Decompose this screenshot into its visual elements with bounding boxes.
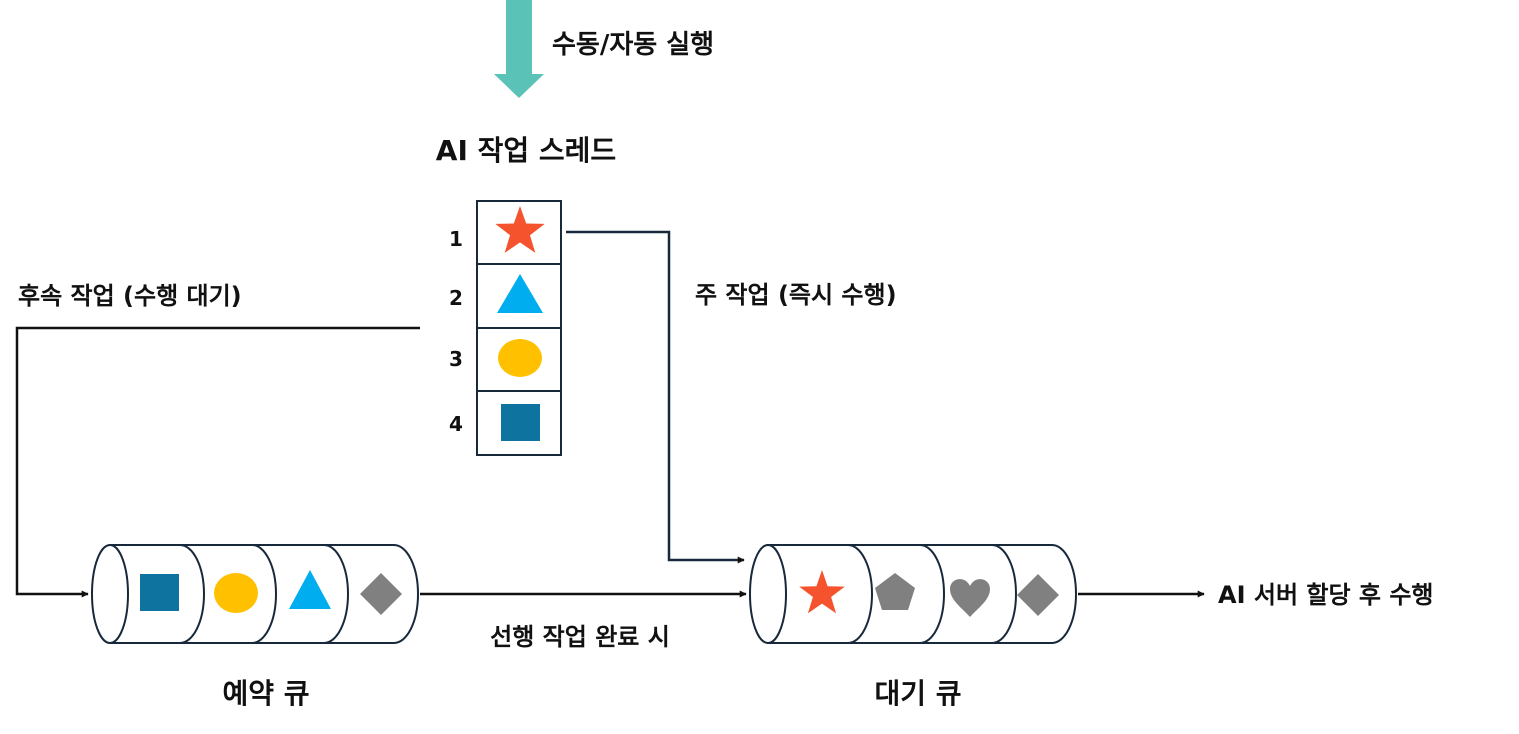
diamond-icon [1017, 574, 1059, 616]
triangle-icon [497, 274, 543, 313]
square-icon [140, 574, 179, 611]
thread-title: AI 작업 스레드 [436, 134, 616, 167]
heart-icon [950, 579, 990, 617]
follow-up-connector [15, 326, 420, 598]
wait-queue-cylinder [749, 544, 1077, 644]
circle-icon [214, 573, 258, 613]
pentagon-icon [875, 573, 915, 610]
thread-row-number: 4 [449, 412, 463, 436]
circle-icon [498, 339, 542, 377]
thread-row-number: 2 [449, 286, 463, 310]
star-icon [799, 570, 845, 614]
diamond-icon [360, 573, 402, 615]
output-label: AI 서버 할당 후 수행 [1218, 581, 1434, 609]
wait-queue-label: 대기 큐 [874, 677, 961, 710]
main-task-connector [566, 230, 745, 564]
reserve-queue-label: 예약 큐 [222, 677, 309, 710]
trigger-label: 수동/자동 실행 [552, 30, 714, 60]
main-task-label: 주 작업 (즉시 수행) [695, 281, 897, 309]
star-icon [495, 206, 545, 253]
triangle-icon [289, 570, 331, 609]
thread-row-number: 1 [449, 227, 463, 251]
square-icon [501, 404, 540, 441]
completion-label: 선행 작업 완료 시 [490, 623, 670, 651]
thread-row-number: 3 [449, 347, 463, 371]
trigger-arrow [494, 0, 544, 98]
reserve-queue-cylinder [91, 544, 419, 644]
follow-up-label: 후속 작업 (수행 대기) [18, 282, 242, 310]
